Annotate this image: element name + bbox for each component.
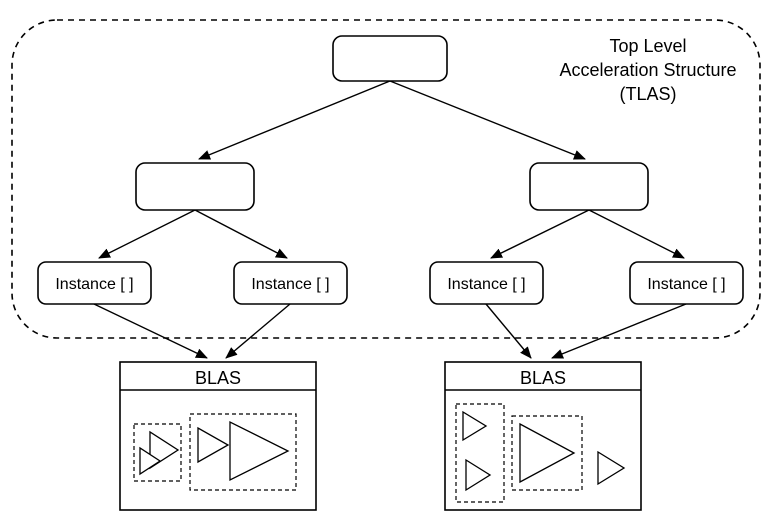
instance-node-4 — [629, 261, 744, 305]
tree-edges — [93, 80, 687, 359]
instance-node-1 — [37, 261, 152, 305]
edge-instance-1-to-blas-left — [93, 303, 208, 359]
blas-box-left: BLAS — [119, 361, 317, 511]
edge-instance-2-to-blas-left — [225, 303, 291, 359]
instance-node-3 — [429, 261, 544, 305]
blas-right-geometry-group-1 — [455, 403, 505, 503]
edge-left-node-to-instance-2 — [194, 209, 288, 259]
instance-label-2: Instance [ ] — [251, 276, 329, 293]
tlas-caption-line-2: Acceleration Structure — [559, 60, 736, 80]
tlas-internal-node-right — [529, 162, 649, 211]
triangle-geometry — [597, 450, 626, 486]
tlas-caption-line-3: (TLAS) — [619, 84, 676, 104]
edge-root-to-right-node — [389, 80, 586, 160]
instance-nodes: Instance [ ] Instance [ ] Instance [ ] I… — [37, 261, 744, 305]
triangle-geometry — [465, 458, 492, 492]
edge-right-node-to-instance-3 — [490, 209, 590, 259]
instance-node-2 — [233, 261, 348, 305]
instance-label-3: Instance [ ] — [447, 276, 525, 293]
triangle-geometry — [519, 422, 576, 484]
blas-left-label: BLAS — [195, 368, 241, 388]
triangle-geometry — [197, 426, 230, 464]
blas-left-geometry-group-2 — [189, 413, 297, 491]
edge-left-node-to-instance-1 — [98, 209, 196, 259]
tlas-caption-line-1: Top Level — [609, 36, 686, 56]
edge-instance-4-to-blas-right — [551, 303, 687, 359]
tlas-root-node — [332, 35, 448, 82]
tlas-boundary — [11, 19, 761, 339]
triangle-geometry — [229, 420, 290, 482]
edge-right-node-to-instance-4 — [588, 209, 685, 259]
blas-left-geometry-group-1 — [133, 423, 182, 482]
blas-right-geometry-group-2 — [511, 415, 583, 491]
edge-root-to-left-node — [198, 80, 391, 160]
instance-label-1: Instance [ ] — [55, 276, 133, 293]
edge-instance-3-to-blas-right — [485, 303, 532, 359]
triangle-geometry — [139, 446, 162, 476]
blas-box-right: BLAS — [444, 361, 642, 511]
instance-label-4: Instance [ ] — [647, 276, 725, 293]
triangle-geometry — [462, 410, 488, 442]
tlas-caption: Top Level Acceleration Structure (TLAS) — [559, 36, 736, 104]
blas-right-label: BLAS — [520, 368, 566, 388]
tlas-internal-node-left — [135, 162, 255, 211]
